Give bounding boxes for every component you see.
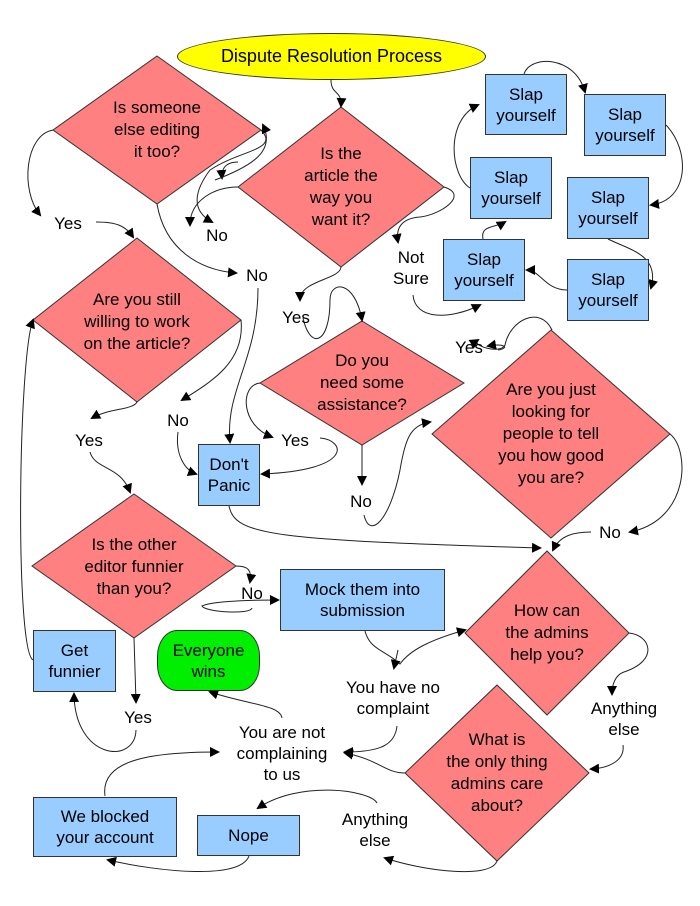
connector bbox=[27, 129, 54, 217]
decision-diamond-how-admins-help bbox=[464, 550, 630, 716]
edge-label-yes: Yes bbox=[75, 430, 103, 450]
connector bbox=[295, 266, 342, 302]
connector bbox=[390, 649, 401, 670]
edge-label-yes: Yes bbox=[54, 213, 82, 233]
connector bbox=[607, 238, 658, 290]
connector bbox=[343, 749, 406, 774]
process-slap-yourself-3[interactable]: Slap yourself bbox=[470, 157, 552, 219]
process-blocked-account[interactable]: We blocked your account bbox=[33, 797, 177, 857]
edge-label-yes: Yes bbox=[455, 337, 483, 357]
process-mock-them[interactable]: Mock them into submission bbox=[280, 569, 445, 631]
connector bbox=[607, 632, 649, 696]
decision-shapes bbox=[31, 55, 671, 862]
connector bbox=[196, 129, 267, 223]
connector bbox=[180, 319, 242, 402]
connector bbox=[412, 294, 482, 316]
edge-label-no: No bbox=[599, 522, 621, 542]
start-node-dispute-resolution-process[interactable]: Dispute Resolution Process bbox=[177, 33, 486, 80]
connector bbox=[106, 855, 250, 873]
process-slap-yourself-1[interactable]: Slap yourself bbox=[485, 74, 567, 135]
decision-looking-for-praise[interactable]: Are you just looking for people to tell … bbox=[498, 380, 604, 487]
connector bbox=[391, 186, 455, 244]
edge-label-you-are-not-complaining: You are not complaining to us bbox=[236, 722, 328, 784]
connector bbox=[628, 433, 683, 536]
connector bbox=[589, 744, 624, 774]
connector bbox=[363, 418, 432, 527]
decision-how-admins-help[interactable]: How can the admins help you? bbox=[505, 601, 589, 664]
edge-label-no: No bbox=[167, 410, 189, 430]
connector bbox=[130, 637, 141, 704]
connector bbox=[486, 339, 506, 351]
edge-label-no: No bbox=[206, 225, 228, 245]
terminal-everyone-wins[interactable]: Everyone wins bbox=[157, 630, 260, 691]
connector bbox=[649, 124, 683, 209]
connector bbox=[156, 203, 238, 278]
connector bbox=[185, 186, 239, 227]
connector bbox=[343, 725, 398, 757]
connectors bbox=[20, 61, 683, 873]
connector bbox=[256, 789, 378, 810]
connector bbox=[89, 451, 132, 494]
edge-label-you-have-no-complaint: You have no complaint bbox=[346, 678, 440, 718]
connector bbox=[383, 855, 498, 873]
connector bbox=[228, 505, 542, 553]
connector bbox=[260, 437, 338, 479]
connector bbox=[482, 220, 507, 240]
edge-label-yes: Yes bbox=[124, 707, 152, 727]
connector bbox=[453, 103, 480, 189]
edge-label-yes: Yes bbox=[282, 307, 310, 327]
edge-label-no: No bbox=[246, 265, 268, 285]
edge-label-anything-else: Anything else bbox=[341, 810, 409, 850]
connector bbox=[104, 747, 220, 797]
connector bbox=[245, 382, 274, 439]
decision-still-willing[interactable]: Are you still willing to work on the art… bbox=[83, 290, 191, 353]
connector bbox=[201, 595, 280, 613]
connector bbox=[523, 61, 588, 94]
connector bbox=[302, 286, 366, 339]
process-get-funnier[interactable]: Get funnier bbox=[33, 630, 116, 692]
decision-someone-else-editing[interactable]: Is someone else editing it too? bbox=[113, 98, 201, 161]
connector bbox=[208, 689, 283, 719]
edge-label-no: No bbox=[241, 583, 263, 603]
connector bbox=[176, 431, 198, 476]
connector bbox=[216, 161, 239, 180]
decision-only-thing-admins-care[interactable]: What is the only thing admins care about… bbox=[446, 730, 548, 815]
edge-label-yes: Yes bbox=[281, 430, 309, 450]
connector bbox=[468, 316, 553, 350]
process-slap-yourself-6[interactable]: Slap yourself bbox=[567, 259, 649, 321]
connector bbox=[214, 123, 271, 181]
connector bbox=[525, 265, 568, 291]
connector bbox=[551, 531, 592, 552]
connector bbox=[90, 401, 138, 419]
edge-label-not-sure: Not Sure bbox=[393, 248, 429, 288]
connector bbox=[224, 287, 259, 444]
process-slap-yourself-5[interactable]: Slap yourself bbox=[443, 239, 525, 301]
process-dont-panic[interactable]: Don't Panic bbox=[198, 444, 260, 506]
decision-article-way-you-want[interactable]: Is the article the way you want it? bbox=[304, 144, 378, 229]
connector bbox=[95, 221, 135, 239]
connector bbox=[235, 565, 257, 584]
connector bbox=[364, 627, 467, 665]
connector bbox=[69, 692, 137, 752]
decision-other-editor-funnier[interactable]: Is the other editor funnier than you? bbox=[84, 535, 184, 598]
connector bbox=[330, 79, 347, 108]
edge-label-anything-else: Anything else bbox=[590, 699, 658, 739]
connector bbox=[20, 318, 35, 661]
process-slap-yourself-2[interactable]: Slap yourself bbox=[584, 94, 666, 156]
decision-diamond-looking-for-praise bbox=[431, 329, 671, 539]
process-slap-yourself-4[interactable]: Slap yourself bbox=[567, 177, 649, 239]
process-nope[interactable]: Nope bbox=[197, 815, 300, 856]
edge-label-no: No bbox=[350, 491, 372, 511]
decision-need-assistance[interactable]: Do you need some assistance? bbox=[317, 351, 407, 414]
